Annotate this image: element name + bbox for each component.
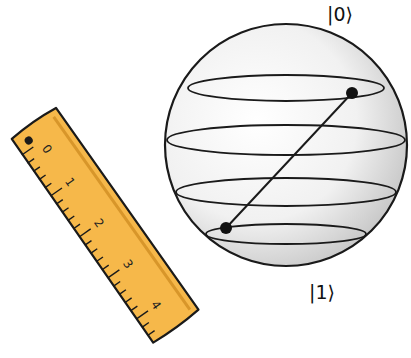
ruler-tick: [96, 257, 103, 262]
ruler-tick: [73, 224, 80, 229]
ruler-number: 2: [92, 217, 106, 230]
latitude-line: [188, 75, 384, 101]
ruler-tick: [51, 188, 62, 196]
latitude-line: [176, 178, 396, 206]
ruler-hole: [23, 135, 34, 146]
ruler-tick: [33, 167, 40, 172]
ruler-number: 0: [40, 143, 54, 156]
ruler-tick: [45, 183, 52, 188]
ruler-tick: [137, 311, 148, 319]
ruler-tick: [125, 298, 132, 303]
ruler-tick: [131, 306, 138, 311]
sphere-outline: [165, 24, 407, 266]
equator-line: [167, 125, 405, 155]
state-dot: [220, 222, 232, 234]
ruler-number: 4: [149, 299, 163, 312]
ruler-tick: [142, 322, 149, 327]
ruler-tick: [68, 216, 75, 221]
ket-label: |0⟩: [327, 5, 353, 24]
ruler-tick: [56, 200, 63, 205]
ket-label: |1⟩: [309, 283, 335, 302]
state-line: [226, 93, 352, 228]
ruler-tick: [91, 249, 98, 254]
ruler-tick: [22, 147, 33, 155]
ruler-ticks: [22, 147, 160, 335]
ruler-tick: [62, 208, 69, 213]
ruler-tick: [114, 282, 121, 287]
ruler-tick: [28, 159, 35, 164]
ruler-tick: [85, 241, 92, 246]
ruler-number: 3: [120, 258, 134, 271]
ruler-tick: [119, 290, 126, 295]
ruler-tick: [148, 331, 155, 336]
ruler-number: 1: [63, 176, 77, 189]
ruler-tick: [39, 175, 46, 180]
ruler-tick: [79, 229, 90, 237]
state-dot: [346, 87, 358, 99]
ruler-tick: [108, 270, 119, 278]
ruler-tick: [102, 265, 109, 270]
bloch-sphere: [165, 24, 407, 266]
